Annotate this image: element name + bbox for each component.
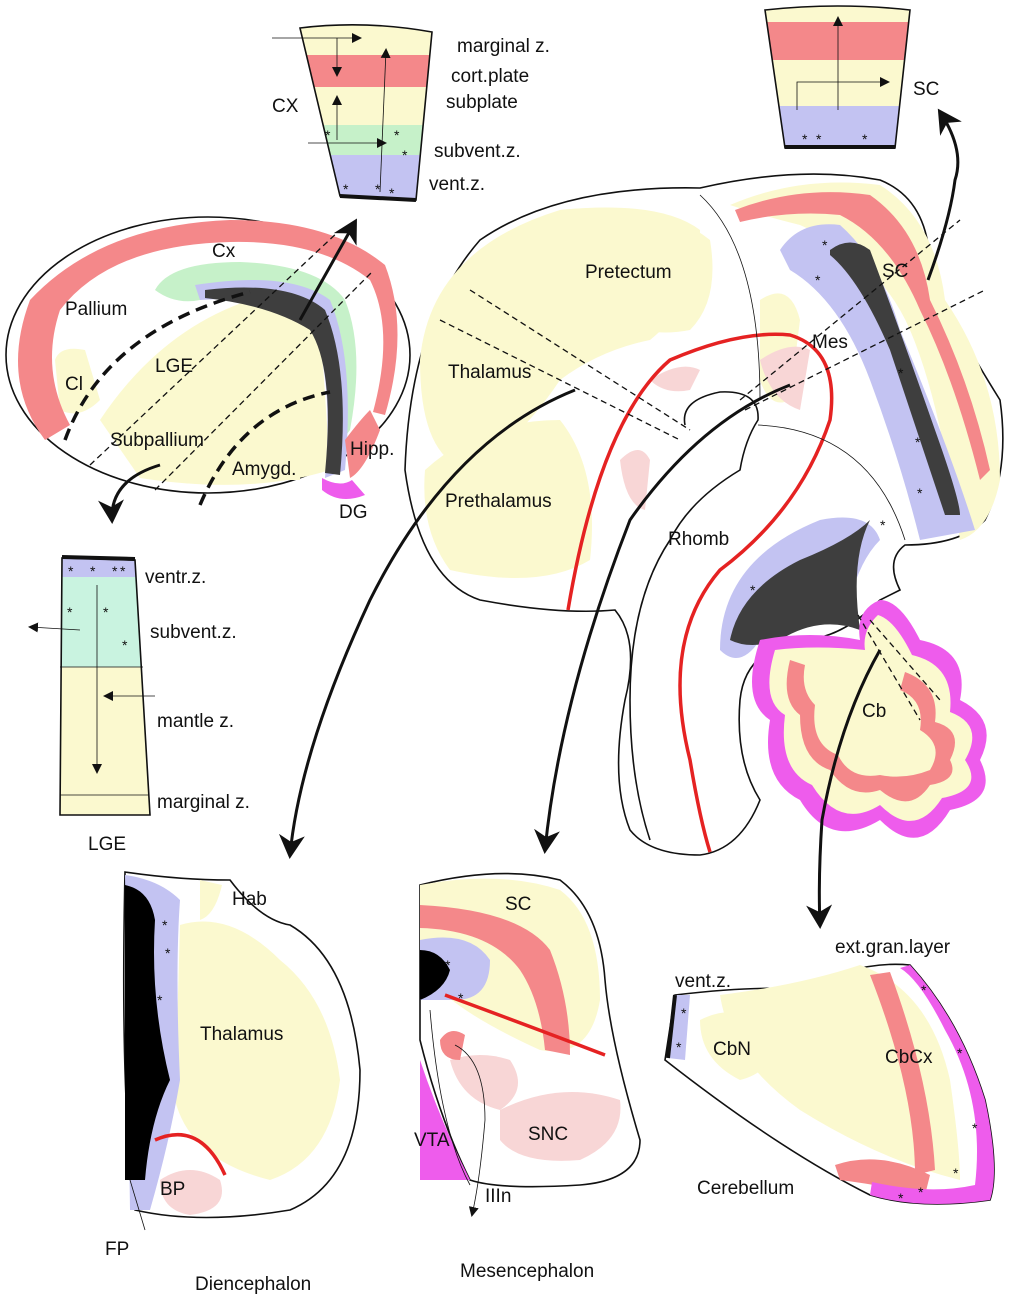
label-iiin: IIIn <box>485 1186 511 1207</box>
cerebellum-section: ext.gran.layer vent.z. CbN CbCx Cerebell… <box>664 937 995 1206</box>
label-hippocampus: Hipp. <box>350 439 394 460</box>
asterisk: * <box>389 185 395 201</box>
label-sc-mes: SC <box>505 894 531 915</box>
asterisk: * <box>67 604 73 620</box>
label-vta: VTA <box>414 1130 450 1151</box>
diencephalon-title: Diencephalon <box>195 1274 311 1295</box>
asterisk: * <box>681 1005 687 1021</box>
asterisk: * <box>445 957 451 973</box>
lge-layer-ventricular: ventr.z. <box>145 567 206 588</box>
asterisk: * <box>394 127 400 143</box>
asterisk: * <box>458 990 464 1006</box>
asterisk: * <box>90 563 96 579</box>
label-cb: Cb <box>862 701 886 722</box>
layer-cortical-plate: cort.plate <box>451 66 529 87</box>
cx-column-title: CX <box>272 96 299 117</box>
asterisk: * <box>68 563 74 579</box>
label-cbcx: CbCx <box>885 1047 933 1068</box>
asterisk: * <box>915 434 921 450</box>
asterisk: * <box>750 582 756 598</box>
asterisk: * <box>162 917 168 933</box>
asterisk: * <box>918 1184 924 1200</box>
lge-layer-subventricular: subvent.z. <box>150 622 237 643</box>
cx-column: CX marginal z. cort.plate subplate subve… <box>272 24 550 202</box>
asterisk: * <box>402 147 408 163</box>
label-bp: BP <box>160 1179 185 1200</box>
asterisk: * <box>972 1120 978 1136</box>
label-vent-z-cb: vent.z. <box>675 971 731 992</box>
label-cx: Cx <box>212 241 236 262</box>
label-cbn: CbN <box>713 1039 751 1060</box>
asterisk: * <box>862 131 868 147</box>
sc-column-title: SC <box>913 79 939 100</box>
label-fp: FP <box>105 1239 129 1260</box>
label-sc: SC <box>882 261 908 282</box>
brainstem-section: Pretectum Thalamus Prethalamus Mes SC Rh… <box>278 108 1004 929</box>
label-thalamus: Thalamus <box>448 362 531 383</box>
label-mes: Mes <box>812 332 848 353</box>
layer-subplate: subplate <box>446 92 518 113</box>
layer-subventricular-zone: subvent.z. <box>434 141 521 162</box>
lge-layer-marginal: marginal z. <box>157 792 250 813</box>
layer-marginal-zone: marginal z. <box>457 36 550 57</box>
label-pretectum: Pretectum <box>585 262 672 283</box>
label-snc: SNC <box>528 1124 568 1145</box>
asterisk: * <box>898 1190 904 1206</box>
asterisk: * <box>122 637 128 653</box>
asterisk: * <box>822 237 828 253</box>
label-dentate-gyrus: DG <box>339 502 368 523</box>
asterisk: * <box>921 982 927 998</box>
asterisk: * <box>802 131 808 147</box>
asterisk: * <box>815 272 821 288</box>
asterisk: * <box>165 945 171 961</box>
layer-ventricular-zone: vent.z. <box>429 174 485 195</box>
asterisk: * <box>120 563 126 579</box>
mesencephalon-section: SC VTA SNC IIIn Mesencephalon * * <box>414 872 641 1282</box>
asterisk: * <box>375 181 381 197</box>
asterisk: * <box>325 127 331 143</box>
asterisk: * <box>112 563 118 579</box>
asterisk: * <box>816 131 822 147</box>
label-ext-gran-layer: ext.gran.layer <box>835 937 951 958</box>
label-thalamus-dien: Thalamus <box>200 1024 283 1045</box>
mesencephalon-title: Mesencephalon <box>460 1261 594 1282</box>
asterisk: * <box>917 485 923 501</box>
label-hab: Hab <box>232 889 267 910</box>
label-amygdala: Amygd. <box>232 459 296 480</box>
label-cl: Cl <box>65 374 83 395</box>
lge-column-title: LGE <box>88 834 126 855</box>
asterisk: * <box>953 1165 959 1181</box>
label-pallium: Pallium <box>65 299 127 320</box>
diencephalon-section: Hab Thalamus BP FP Diencephalon * * * <box>105 871 361 1295</box>
asterisk: * <box>157 992 163 1008</box>
asterisk: * <box>898 365 904 381</box>
label-rhomb: Rhomb <box>668 529 729 550</box>
telencephalon-section: Cx Pallium Cl LGE Subpallium Amygd. Hipp… <box>5 216 411 524</box>
sc-column: SC * * * <box>764 5 939 149</box>
lge-layer-mantle: mantle z. <box>157 711 234 732</box>
lge-column: ventr.z. subvent.z. mantle z. marginal z… <box>28 555 250 855</box>
asterisk: * <box>957 1045 963 1061</box>
cerebellum-title: Cerebellum <box>697 1178 794 1199</box>
label-subpallium: Subpallium <box>110 430 204 451</box>
asterisk: * <box>343 181 349 197</box>
asterisk: * <box>880 517 886 533</box>
label-lge: LGE <box>155 356 193 377</box>
asterisk: * <box>103 604 109 620</box>
label-prethalamus: Prethalamus <box>445 491 552 512</box>
asterisk: * <box>676 1039 682 1055</box>
